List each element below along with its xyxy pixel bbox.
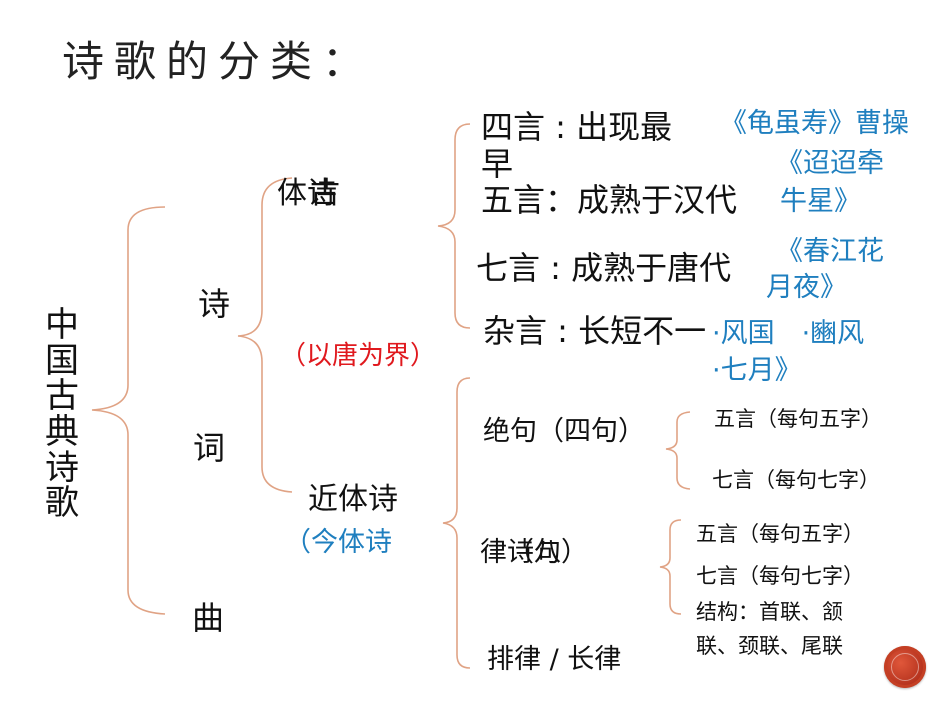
jintishi-bracket: [442, 377, 471, 669]
node-jintishi-alias: （今体诗: [284, 527, 392, 558]
type-lushi: 律诗句）: [480, 537, 588, 568]
lushi-structure-line1: 结构：首联、颔: [696, 600, 843, 624]
type-pailu: 排律 / 长律: [487, 644, 622, 675]
node-qu: 曲: [192, 599, 225, 637]
example-mixed-line2: ·七月》: [712, 355, 802, 386]
type-five-char: 五言：成熟于汉代: [481, 181, 738, 219]
slide-nav-button[interactable]: [884, 646, 926, 688]
gutishi-bracket: [437, 123, 471, 329]
type-mixed: 杂言 : 长短不一: [483, 312, 707, 350]
boundary-note: （以唐为界）: [280, 341, 437, 371]
type-four-char-wrap: 早: [481, 145, 514, 183]
type-seven-char: 七言 : 成熟于唐代: [476, 249, 732, 287]
nav-ring-decoration: [891, 653, 919, 681]
type-four-char: 四言 : 出现最: [481, 108, 673, 146]
example-five-char-line1: 《迢迢牵: [776, 148, 884, 179]
lushi-five-char: 五言（每句五字）: [696, 522, 864, 546]
type-jueju: 绝句（四句）: [483, 416, 645, 447]
type-lushi-overlap: （八: [507, 537, 561, 568]
example-four-char: 《龟虽寿》曹操: [720, 108, 909, 139]
node-jintishi-label: 近体诗: [308, 482, 398, 517]
lushi-seven-char: 七言（每句七字）: [696, 564, 864, 588]
jueju-five-char: 五言（每句五字）: [714, 407, 882, 431]
jueju-bracket: [665, 411, 691, 490]
node-ci: 词: [193, 429, 226, 467]
root-node-label: 中国古典诗歌: [45, 305, 79, 524]
example-five-char-line2: 牛星》: [780, 186, 861, 217]
root-bracket: [91, 206, 166, 615]
shi-bracket: [237, 177, 293, 493]
page-title: 诗歌的分类：: [62, 37, 375, 86]
node-gutishi-overlap-char: 古: [310, 176, 340, 211]
lushi-bracket: [659, 519, 682, 615]
example-seven-char-line1: 《春江花: [776, 236, 884, 267]
node-shi: 诗: [198, 285, 231, 323]
lushi-structure-line2: 联、颈联、尾联: [696, 634, 843, 658]
example-seven-char-line2: 月夜》: [766, 272, 847, 303]
example-mixed-line1: ·风国 ·豳风: [712, 318, 865, 349]
node-gutishi-label: 体诗: [277, 176, 337, 211]
jueju-seven-char: 七言（每句七字）: [712, 468, 880, 492]
